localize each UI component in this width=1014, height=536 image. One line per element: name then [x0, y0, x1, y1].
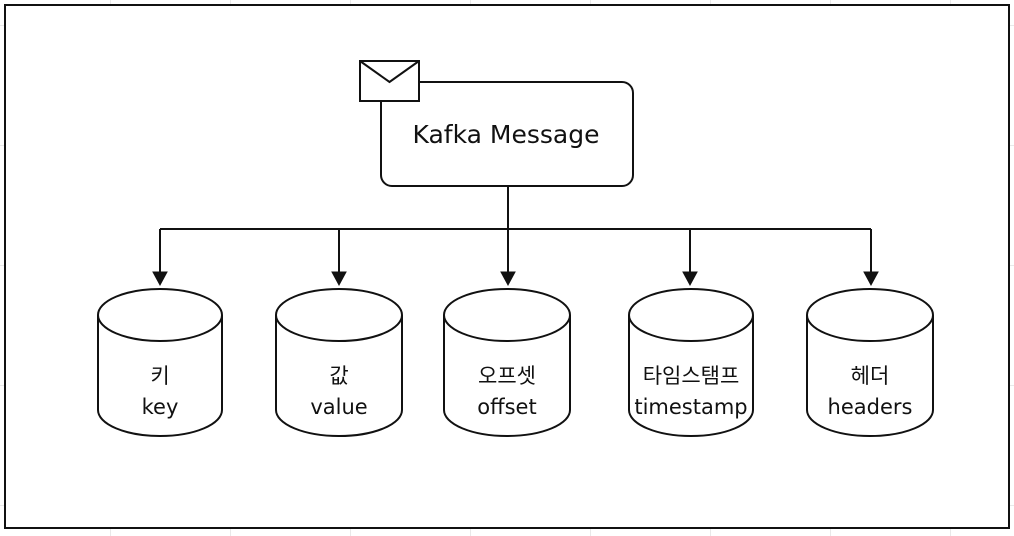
- arrow-value: [331, 271, 347, 287]
- node-value-top: [275, 288, 403, 342]
- node-value-body: [275, 315, 403, 437]
- root-node-label: Kafka Message: [413, 120, 600, 149]
- node-timestamp-top: [628, 288, 754, 342]
- node-key-label-en: key: [142, 395, 179, 419]
- node-timestamp-label-ko: 타임스탬프: [643, 364, 740, 388]
- node-key-label-ko: 키: [150, 364, 169, 388]
- node-headers-label-ko: 헤더: [851, 364, 890, 388]
- node-offset-body: [443, 315, 571, 437]
- node-value-label-en: value: [310, 395, 367, 419]
- connectors: [152, 186, 879, 287]
- node-value-label-ko: 값: [329, 364, 348, 388]
- node-value[interactable]: 값 value: [275, 288, 403, 437]
- arrow-key: [152, 271, 168, 287]
- node-offset-label-en: offset: [477, 395, 536, 419]
- node-headers[interactable]: 헤더 headers: [806, 288, 934, 437]
- node-headers-body: [806, 315, 934, 437]
- node-timestamp[interactable]: 타임스탬프 timestamp: [628, 288, 754, 437]
- arrow-offset: [500, 271, 516, 287]
- node-headers-top: [806, 288, 934, 342]
- node-key-top: [97, 288, 223, 342]
- node-offset-top: [443, 288, 571, 342]
- envelope-icon: [359, 60, 420, 102]
- node-headers-label-en: headers: [828, 395, 913, 419]
- node-timestamp-label-en: timestamp: [634, 395, 747, 419]
- node-timestamp-body: [628, 315, 754, 437]
- node-key-body: [97, 315, 223, 437]
- node-offset[interactable]: 오프셋 offset: [443, 288, 571, 437]
- arrow-timestamp: [682, 271, 698, 287]
- node-key[interactable]: 키 key: [97, 288, 223, 437]
- arrow-headers: [863, 271, 879, 287]
- node-offset-label-ko: 오프셋: [478, 364, 536, 388]
